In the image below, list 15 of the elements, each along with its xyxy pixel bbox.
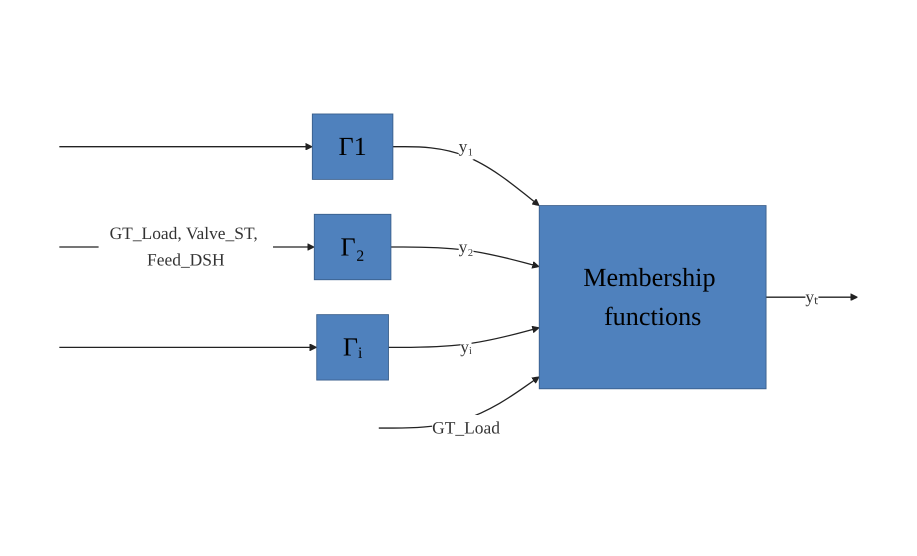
edge-label: yᵢ xyxy=(460,338,472,358)
edge-label: yₜ xyxy=(805,288,818,308)
node-box: Γ₂ xyxy=(314,214,392,281)
node-box: Γᵢ xyxy=(316,314,389,381)
arrow xyxy=(59,143,313,151)
edge-label: y₁ xyxy=(458,138,474,157)
node-box: Γ1 xyxy=(312,114,394,180)
arrow xyxy=(388,326,540,348)
edge-label: GT_Load, Valve_ST, Feed_DSH xyxy=(110,224,258,270)
arrow xyxy=(392,146,540,206)
edge-label: GT_Load xyxy=(432,418,500,438)
arrow xyxy=(390,246,540,270)
node-box: Membership functions xyxy=(538,206,766,390)
arrow xyxy=(59,344,318,352)
edge-label: y₂ xyxy=(458,238,474,258)
